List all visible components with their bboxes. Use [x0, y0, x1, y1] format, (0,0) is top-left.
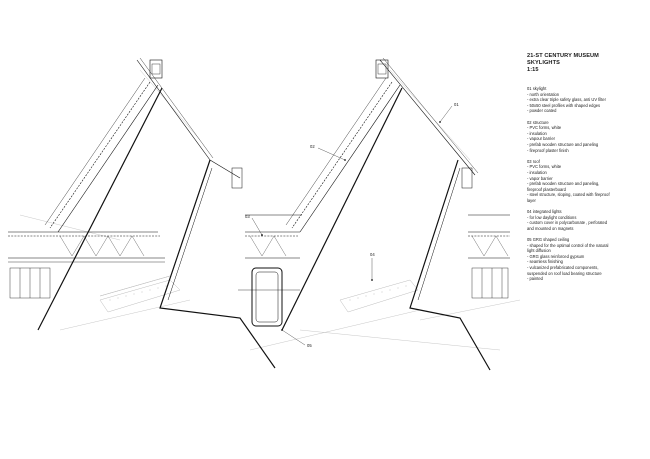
title-scale: 1:15: [527, 67, 539, 73]
note-block: 01 skylight- north orientation- extra cl…: [527, 86, 645, 114]
note-heading: 02 structure: [527, 119, 549, 125]
callout-03: 03: [245, 214, 250, 219]
note-heading: 04 integrated lights: [527, 209, 562, 215]
note-line: layer: [527, 197, 536, 203]
note-line: - fireproof plaster finish: [527, 147, 569, 153]
drawing-title: 21-ST CENTURY MUSEUM SKYLIGHTS 1:15: [527, 53, 599, 74]
note-line: - custom cover in polycarbonate , perfor…: [527, 220, 608, 226]
callout-01: 01: [454, 102, 459, 107]
callout-leaders: [251, 105, 453, 346]
skylight-unit-1: [8, 57, 214, 331]
note-line: suspended on roof load bearing structure: [527, 270, 602, 276]
callout-dots: [261, 121, 441, 331]
note-block: 05 GRG shaped ceiling- shaped for the op…: [527, 237, 645, 282]
note-heading: 03 roof: [527, 158, 540, 164]
light-cover-dots: [109, 285, 407, 301]
note-line: - prefab wooden structure and paneling: [527, 141, 599, 147]
note-line: light diffusion: [527, 248, 551, 254]
note-line: - insulation: [527, 130, 547, 136]
note-line: - vapour barrier: [527, 136, 555, 142]
note-line: - vapor barrier: [527, 175, 553, 181]
note-line: - PVC forms, white: [527, 164, 562, 170]
title-line-1: 21-ST CENTURY MUSEUM: [527, 53, 599, 59]
note-line: - painted: [527, 276, 543, 282]
note-line: - steel structure, sloping, coated with …: [527, 192, 610, 198]
note-line: - PVC forms, white: [527, 125, 562, 131]
note-line: - extra clear triple safety glass, anti …: [527, 97, 606, 103]
specification-notes: 01 skylight- north orientation- extra cl…: [527, 86, 645, 287]
note-heading: 05 GRG shaped ceiling: [527, 237, 570, 243]
note-line: - insulation: [527, 169, 547, 175]
skylight-unit-3: [409, 159, 510, 371]
note-block: 04 integrated lights- for low daylight c…: [527, 209, 645, 231]
note-line: - GRG glass reinforced gypsum: [527, 253, 585, 259]
note-heading: 01 skylight: [527, 86, 547, 91]
note-line: - north orientation: [527, 91, 560, 97]
callout-04: 04: [370, 252, 375, 257]
title-line-2: SKYLIGHTS: [527, 60, 560, 66]
note-block: 02 structure- PVC forms, white- insulati…: [527, 120, 645, 154]
note-line: - for low daylight conditions: [527, 214, 577, 220]
note-line: - powder coated: [527, 108, 557, 114]
note-line: - 50x50 steel profiles with shaped edges: [527, 102, 601, 108]
note-line: and mounted on magnets: [527, 225, 574, 231]
construction-lines: [19, 69, 521, 351]
note-line: - vulcanized prefabricated components,: [527, 265, 599, 270]
note-line: - shaped for the optimal control of the …: [527, 242, 609, 248]
callout-05: 05: [307, 343, 312, 348]
note-line: - prefab wooden structure and paneling,: [527, 181, 600, 187]
skylight-unit-2: [159, 57, 479, 369]
light-cover-bands: [99, 275, 419, 313]
note-line: - seamless finishing: [527, 259, 563, 265]
note-block: 03 roof- PVC forms, white- insulation- v…: [527, 159, 645, 204]
callout-02: 02: [310, 144, 315, 149]
note-line: fireproof plasterboard: [527, 186, 566, 192]
